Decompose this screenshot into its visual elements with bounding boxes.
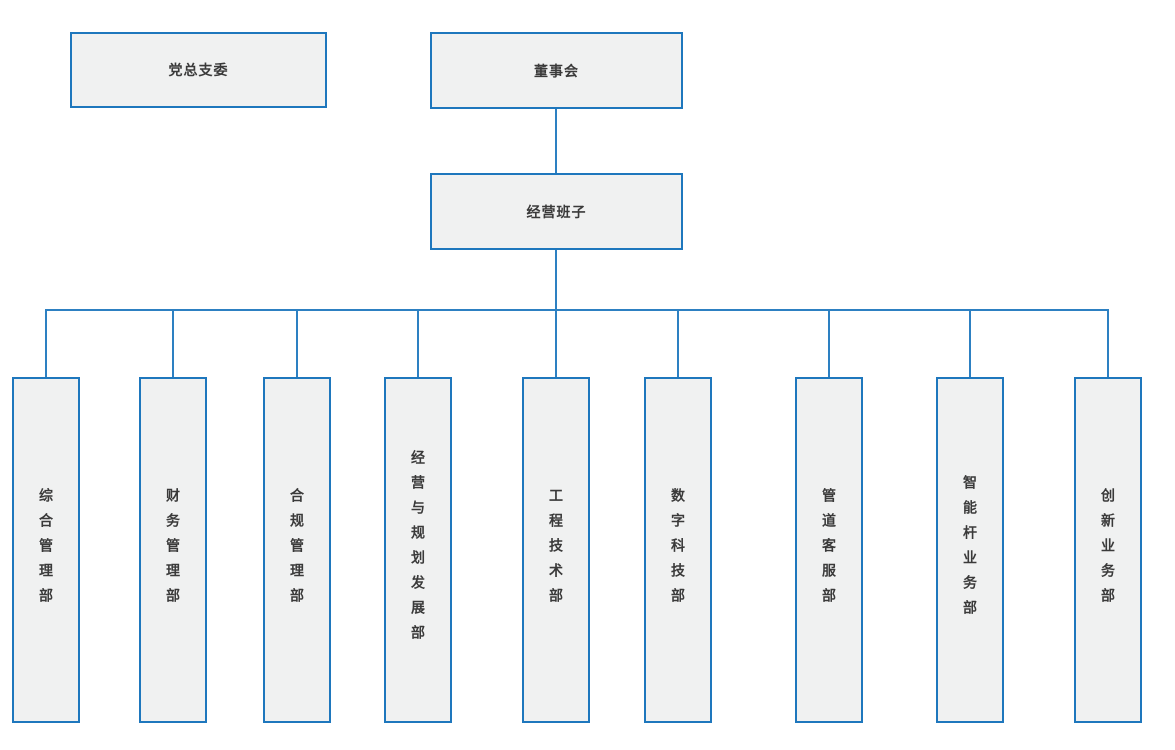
org-box-management-team: 经营班子: [430, 173, 683, 250]
org-box-board-of-directors: 董事会: [430, 32, 683, 109]
connector-drop-dept-2: [172, 309, 174, 378]
connector-drop-dept-4: [417, 309, 419, 378]
dept-box-label: 管道客服部: [821, 487, 837, 613]
dept-box-label: 工程技术部: [548, 487, 564, 613]
dept-box-innovation-business: 创新业务部: [1074, 377, 1142, 723]
connector-drop-dept-9: [1107, 309, 1109, 378]
connector-drop-dept-5: [555, 309, 557, 378]
connector-rail: [45, 309, 1109, 311]
dept-box-operations-planning-development: 经营与规划发展部: [384, 377, 452, 723]
dept-box-label: 经营与规划发展部: [410, 450, 426, 650]
dept-box-finance-management: 财务管理部: [139, 377, 207, 723]
org-box-management-team-label: 经营班子: [526, 203, 587, 220]
connector-drop-dept-7: [828, 309, 830, 378]
dept-box-label: 综合管理部: [38, 487, 54, 613]
org-box-party-committee: 党总支委: [70, 32, 327, 108]
dept-box-label: 智能杆业务部: [962, 475, 978, 625]
dept-box-smart-pole-business: 智能杆业务部: [936, 377, 1004, 723]
connector-management-to-rail: [555, 250, 557, 310]
connector-drop-dept-1: [45, 309, 47, 378]
connector-drop-dept-3: [296, 309, 298, 378]
connector-drop-dept-6: [677, 309, 679, 378]
dept-box-digital-technology: 数字科技部: [644, 377, 712, 723]
dept-box-label: 数字科技部: [670, 487, 686, 613]
org-box-party-committee-label: 党总支委: [168, 62, 229, 78]
connector-drop-dept-8: [969, 309, 971, 378]
connector-board-to-management: [555, 109, 557, 173]
dept-box-general-management: 综合管理部: [12, 377, 80, 723]
dept-box-label: 财务管理部: [165, 487, 181, 613]
dept-box-label: 创新业务部: [1100, 487, 1116, 613]
dept-box-pipeline-customer-service: 管道客服部: [795, 377, 863, 723]
dept-box-engineering-technology: 工程技术部: [522, 377, 590, 723]
dept-box-label: 合规管理部: [289, 487, 305, 613]
org-box-board-of-directors-label: 董事会: [534, 62, 579, 79]
dept-box-compliance-management: 合规管理部: [263, 377, 331, 723]
